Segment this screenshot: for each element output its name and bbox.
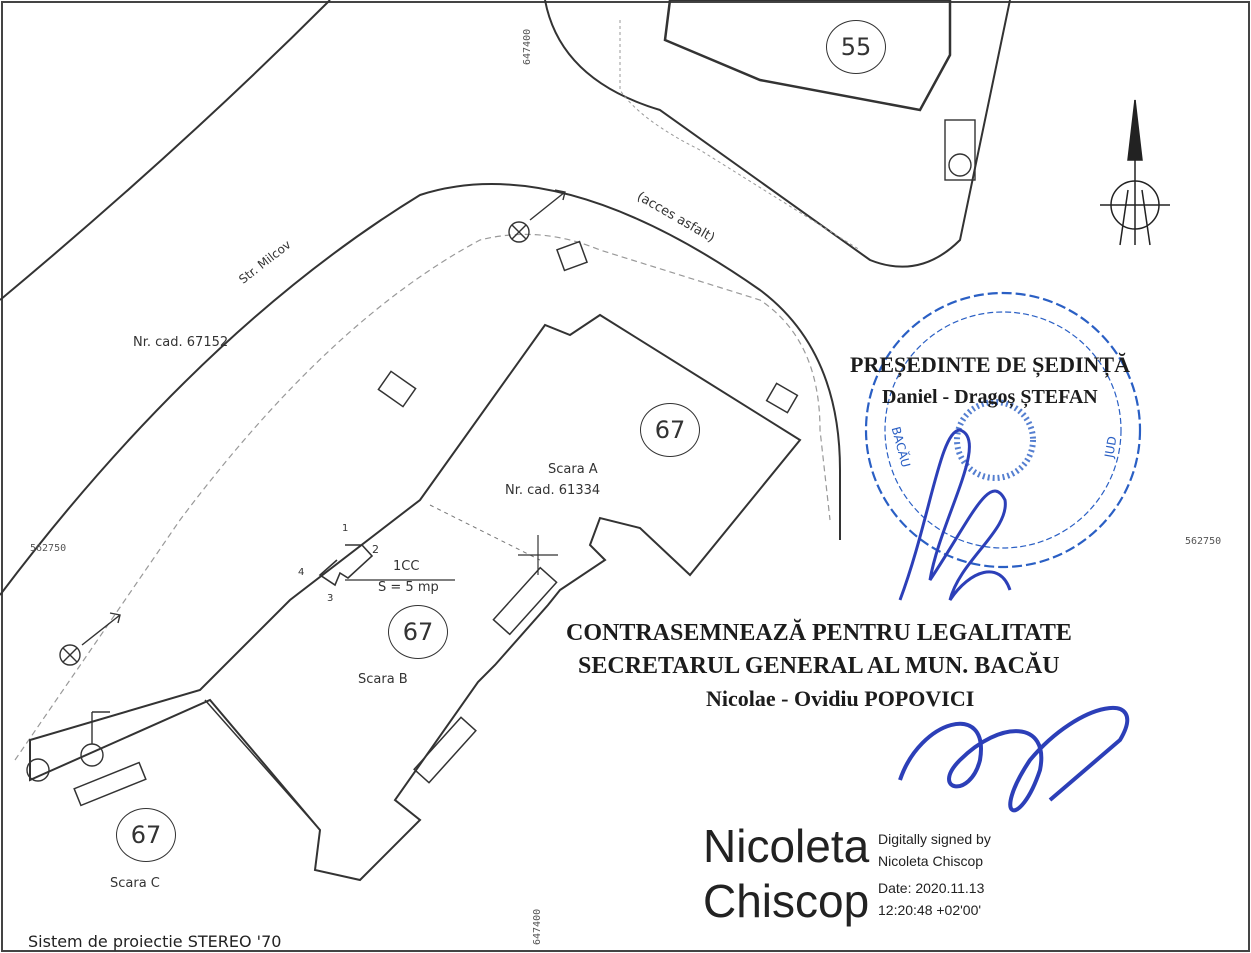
balcony-5 <box>413 716 477 784</box>
digital-signature-line-3: Date: 2020.11.13 <box>878 880 985 896</box>
north-arrow-icon <box>1100 99 1170 246</box>
unit-corner-3: 3 <box>327 593 334 604</box>
parcel-boundary <box>14 233 831 761</box>
survey-cross <box>518 535 558 575</box>
staircase-a-label: Scara A <box>548 462 598 477</box>
utility-symbol <box>26 711 110 782</box>
unit-corner-2: 2 <box>372 543 379 556</box>
unit-code: 1CC <box>393 559 420 574</box>
unit-corner-4: 4 <box>298 567 305 578</box>
handwritten-signature-1 <box>898 428 1012 601</box>
president-name: Daniel - Dragoș ȘTEFAN <box>882 386 1098 408</box>
neighbor-parcel-label: Nr. cad. 67152 <box>133 335 229 350</box>
utility-symbol-top <box>944 119 976 181</box>
coord-north-top: 647400 <box>522 28 533 65</box>
countersign-line-2: SECRETARUL GENERAL AL MUN. BACĂU <box>578 653 1060 679</box>
access-road-edge <box>544 0 1011 268</box>
official-stamp <box>864 291 1142 569</box>
coord-north-bottom: 647400 <box>532 908 543 945</box>
building-number-67-a: 67 <box>640 403 700 457</box>
countersign-line-1: CONTRASEMNEAZĂ PENTRU LEGALITATE <box>566 620 1072 646</box>
coord-east-left: 562750 <box>30 543 67 554</box>
staircase-c-label: Scara C <box>110 876 160 891</box>
street-edge-right <box>0 183 841 596</box>
building-interior-dash <box>429 504 541 561</box>
unit-area: S = 5 mp <box>378 580 439 595</box>
building-number-55: 55 <box>826 20 886 74</box>
building-interior-line <box>204 699 321 831</box>
coord-east-right: 562750 <box>1185 536 1222 547</box>
manhole-symbol-2 <box>59 612 121 666</box>
access-road-inner <box>619 20 861 251</box>
digital-signature-first-name: Nicoleta <box>703 820 870 872</box>
staircase-a-cadastre: Nr. cad. 61334 <box>505 483 601 498</box>
manhole-symbol-1 <box>508 189 566 243</box>
balcony-6 <box>73 761 147 807</box>
staircase-b-label: Scara B <box>358 672 408 687</box>
balcony-2 <box>377 370 417 408</box>
unit-1cc-polygon <box>318 544 374 587</box>
digital-signature-last-name: Chiscop <box>703 875 870 927</box>
street-edge-left <box>0 0 331 301</box>
digital-signature-line-2: Nicoleta Chiscop <box>878 853 984 869</box>
balcony-3 <box>765 382 799 414</box>
balcony-1 <box>556 240 588 272</box>
building-55 <box>663 0 952 112</box>
countersign-line-3: Nicolae - Ovidiu POPOVICI <box>706 686 975 711</box>
balcony-4 <box>492 566 558 636</box>
digital-signature-line-1: Digitally signed by <box>878 831 991 847</box>
building-number-67-c: 67 <box>116 808 176 862</box>
handwritten-signature-2 <box>898 706 1129 813</box>
projection-label: Sistem de proiectie STEREO '70 <box>28 932 282 951</box>
digital-signature-line-4: 12:20:48 +02'00' <box>878 902 982 918</box>
building-67-outline <box>29 313 802 882</box>
president-title: PREȘEDINTE DE ȘEDINȚĂ <box>850 352 1130 377</box>
building-number-67-b: 67 <box>388 605 448 659</box>
unit-corner-1: 1 <box>342 523 349 534</box>
